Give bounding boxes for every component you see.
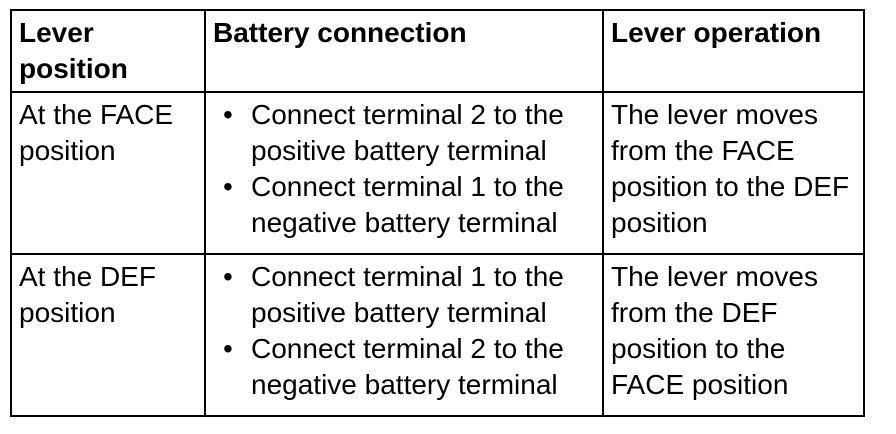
- connection-item: Connect terminal 1 to the negative batte…: [213, 169, 595, 241]
- connection-list: Connect terminal 2 to the positive batte…: [213, 97, 595, 241]
- connection-item: Connect terminal 2 to the positive batte…: [213, 97, 595, 169]
- cell-lever-position: At the DEF position: [10, 253, 206, 417]
- table-row: At the DEF position Connect terminal 1 t…: [10, 253, 865, 417]
- cell-battery-connection: Connect terminal 2 to the positive batte…: [204, 91, 604, 255]
- header-lever-position: Lever position: [10, 9, 206, 93]
- cell-lever-operation: The lever moves from the DEF position to…: [602, 253, 865, 417]
- connection-list: Connect terminal 1 to the positive batte…: [213, 259, 595, 403]
- cell-battery-connection: Connect terminal 1 to the positive batte…: [204, 253, 604, 417]
- header-battery-connection: Battery connection: [204, 9, 604, 93]
- cell-lever-position: At the FACE position: [10, 91, 206, 255]
- cell-lever-operation: The lever moves from the FACE position t…: [602, 91, 865, 255]
- table-row: At the FACE position Connect terminal 2 …: [10, 91, 865, 255]
- connection-item: Connect terminal 1 to the positive batte…: [213, 259, 595, 331]
- table-header-row: Lever position Battery connection Lever …: [10, 9, 865, 93]
- header-lever-operation: Lever operation: [602, 9, 865, 93]
- connection-item: Connect terminal 2 to the negative batte…: [213, 331, 595, 403]
- lever-battery-table: Lever position Battery connection Lever …: [10, 9, 865, 417]
